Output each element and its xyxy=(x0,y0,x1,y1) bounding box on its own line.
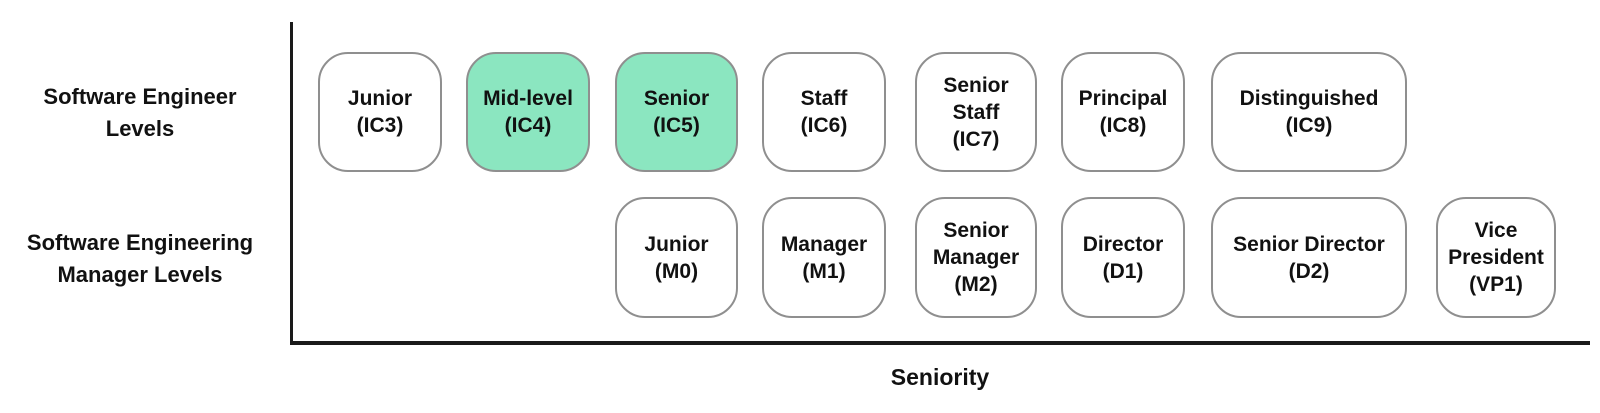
level-code: (IC5) xyxy=(653,114,700,137)
level-box-d1: Director (D1) xyxy=(1061,197,1185,318)
seniority-axis-label: Seniority xyxy=(890,364,990,390)
level-title: Distinguished xyxy=(1239,87,1379,110)
level-box-ic3: Junior (IC3) xyxy=(318,52,442,172)
level-title: Director xyxy=(1082,232,1164,256)
row-label-line: Software Engineering xyxy=(26,230,254,255)
level-code: (M0) xyxy=(654,259,699,283)
level-code: (IC6) xyxy=(800,114,848,137)
level-box-ic7: Senior Staff (IC7) xyxy=(915,52,1037,172)
level-title: Senior Manager xyxy=(932,219,1020,269)
level-title: Staff xyxy=(800,87,848,110)
level-box-vp1: Vice President (VP1) xyxy=(1436,197,1556,318)
level-title: Mid-level xyxy=(483,87,573,110)
x-axis-line xyxy=(290,341,1590,345)
level-code: (IC8) xyxy=(1099,114,1147,137)
y-axis-line xyxy=(290,22,293,344)
level-box-ic4: Mid-level (IC4) xyxy=(466,52,590,172)
level-title: Principal xyxy=(1078,87,1168,110)
level-code: (D1) xyxy=(1102,259,1144,283)
level-code: (VP1) xyxy=(1469,273,1523,296)
level-box-ic6: Staff (IC6) xyxy=(762,52,886,172)
level-box-m0: Junior (M0) xyxy=(615,197,738,318)
level-code: (IC4) xyxy=(504,114,552,137)
level-title: Junior xyxy=(347,87,413,110)
row-label-software-engineering-manager-levels: Software Engineering Manager Levels xyxy=(8,227,272,291)
level-code: (IC3) xyxy=(356,114,404,137)
level-box-m2: Senior Manager (M2) xyxy=(915,197,1037,318)
level-title: Manager xyxy=(780,232,868,256)
level-box-m1: Manager (M1) xyxy=(762,197,886,318)
level-code: (D2) xyxy=(1288,259,1330,283)
level-box-ic9: Distinguished (IC9) xyxy=(1211,52,1407,172)
level-code: (M2) xyxy=(954,273,998,296)
level-code: (IC9) xyxy=(1285,114,1333,137)
level-title: Senior Director xyxy=(1233,232,1385,256)
level-code: (IC7) xyxy=(952,127,1000,151)
row-label-line: Levels xyxy=(105,116,175,141)
row-label-software-engineer-levels: Software Engineer Levels xyxy=(8,81,272,145)
level-title: Senior xyxy=(643,87,710,110)
level-title: Senior Staff xyxy=(943,73,1009,124)
level-code: (M1) xyxy=(802,259,846,283)
level-title: Junior xyxy=(644,232,709,256)
row-label-line: Software Engineer xyxy=(43,84,237,109)
level-box-ic8: Principal (IC8) xyxy=(1061,52,1185,172)
level-box-ic5: Senior (IC5) xyxy=(615,52,738,172)
level-title: Vice President xyxy=(1448,219,1544,269)
level-box-d2: Senior Director (D2) xyxy=(1211,197,1407,318)
row-label-line: Manager Levels xyxy=(57,262,223,287)
